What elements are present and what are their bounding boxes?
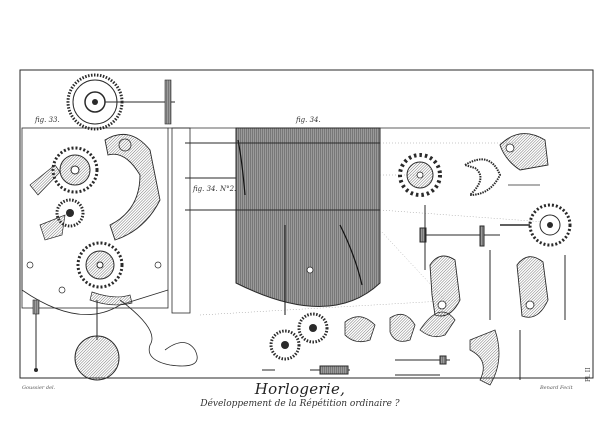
plate-number: Pl. II <box>585 367 592 382</box>
figure-34-plate <box>235 127 381 315</box>
rack-piece <box>104 133 161 241</box>
plate-subtitle: Développement de la Répétition ordinaire… <box>200 399 400 409</box>
vertical-spindles-right <box>489 250 566 320</box>
cam-pieces-lower <box>344 311 456 343</box>
ratchet-wheel-right <box>500 203 572 247</box>
crescent-piece <box>462 158 502 197</box>
gear-small-left <box>55 198 85 228</box>
small-spindle-left <box>32 299 40 372</box>
figure-33-label: fig. 33. <box>35 116 60 124</box>
axle-pins <box>185 142 380 211</box>
gear-star-left <box>51 146 99 194</box>
plate-border <box>19 69 594 379</box>
hand-shaped-rack-2 <box>516 256 549 318</box>
hand-shaped-rack-1 <box>429 255 461 317</box>
arbor-assembly <box>419 205 500 270</box>
star-wheel-right <box>398 153 442 197</box>
hook-lever <box>89 291 133 306</box>
figure-34-label: fig. 34. <box>296 116 321 124</box>
lever-arm-left <box>29 164 66 241</box>
plate-title: Horlogerie, <box>254 380 346 398</box>
bell-pendulum <box>74 299 198 381</box>
snail-cam-top-right <box>499 133 549 186</box>
figure-34-no2-label: fig. 34. N°2. <box>193 185 237 193</box>
frame-post <box>171 127 191 314</box>
gear-ratchet-bottom <box>76 241 124 289</box>
twin-gears-lower <box>269 312 329 361</box>
credit-left: Goussier del. <box>22 385 56 391</box>
gear-wheel-top <box>66 73 175 131</box>
curved-lever-right <box>469 329 521 386</box>
horizontal-arbors-lower <box>262 355 450 376</box>
credit-right: Benard Fecit <box>540 385 573 391</box>
